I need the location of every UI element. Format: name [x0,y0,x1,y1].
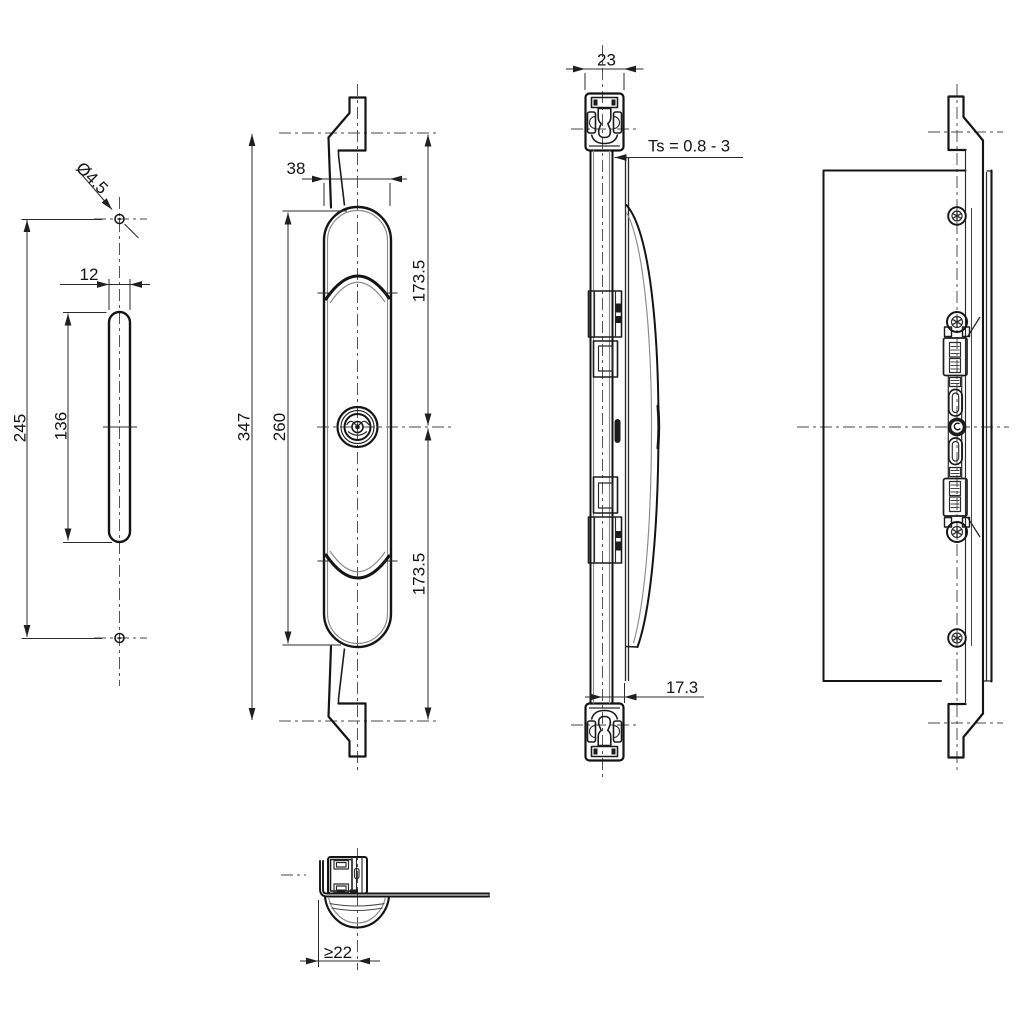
dim-handle-length: 260 [270,210,347,646]
latch-rod-bottom-rear [947,702,985,759]
mounting-hole-bottom [114,632,125,644]
dim-handle-width-label: 38 [287,159,306,178]
dim-handle-length-label: 260 [270,413,289,441]
mounting-hole-top [114,213,125,225]
view-section: ≥22 [281,848,490,970]
dim-rod-offset-label: 17.3 [666,679,698,697]
latch-rod-side [589,149,621,705]
dim-housing-width: 23 [566,51,644,90]
centerlines [281,848,358,970]
dim-hole-spacing-label: 245 [11,414,30,442]
dim-housing-width-label: 23 [597,51,616,70]
dim-total-length: 347 [235,134,256,720]
view-rear [797,84,1009,773]
door-panel-rear [822,169,993,683]
centerlines [279,84,452,772]
rod-coupler [614,419,621,443]
lock-cylinder [336,405,379,449]
latch-rod-bottom-front [327,645,367,758]
rod-guide-block-lower [942,477,968,517]
dim-rod-offset: 17.3 [585,679,704,703]
view-side: 23 Ts = 0.8 - 3 17.3 [566,45,743,778]
dim-hole-diameter: Ø4.5 [72,158,139,239]
centerlines [571,45,637,778]
handle-bulge-section [323,895,391,929]
latch-rod-top-rear [947,95,985,152]
rod-guides-upper-side [587,290,623,378]
slide-slot-upper [947,388,964,417]
view-panel-cutout: Ø4.5 245 136 12 [11,158,150,686]
dim-handle-width: 38 [287,159,407,206]
slide-slot-lower [947,437,964,466]
dim-hole-spacing: 245 [11,219,102,639]
dim-lower-half-label: 173.5 [410,553,429,596]
latch-rod-top-front [327,96,367,209]
door-panel-side [624,158,630,681]
dim-slot-width: 12 [60,265,150,310]
dim-total-length-label: 347 [235,413,254,441]
dim-hole-diameter-label: Ø4.5 [72,158,111,197]
latch-bracket-section [327,856,368,895]
rod-guide-block-upper [942,337,968,377]
dim-slot-length: 136 [52,312,112,543]
door-panel-section [319,860,490,898]
centerlines [797,84,1009,773]
mounting-screw [947,206,967,226]
dim-min-clearance: ≥22 [300,900,380,967]
handle-front [317,205,398,649]
centerlines [94,197,147,686]
dim-slot-width-label: 12 [80,265,99,284]
manufacturer-logo-icon [947,417,967,437]
latch-housing-bottom-side [584,702,625,762]
guide-screw-upper [943,311,971,338]
dim-slot-length-label: 136 [52,412,71,440]
dim-upper-half-label: 173.5 [410,260,429,303]
dim-lower-half: 173.5 [410,428,432,720]
dim-upper-half: 173.5 [410,134,432,426]
view-front: 347 260 173.5 173.5 38 [235,84,452,772]
label-door-thickness: Ts = 0.8 - 3 [614,138,743,161]
dim-min-clearance-label: ≥22 [324,943,352,962]
latch-housing-top-side [584,92,625,152]
door-thickness-label: Ts = 0.8 - 3 [648,138,730,156]
handle-side-profile [625,204,661,648]
